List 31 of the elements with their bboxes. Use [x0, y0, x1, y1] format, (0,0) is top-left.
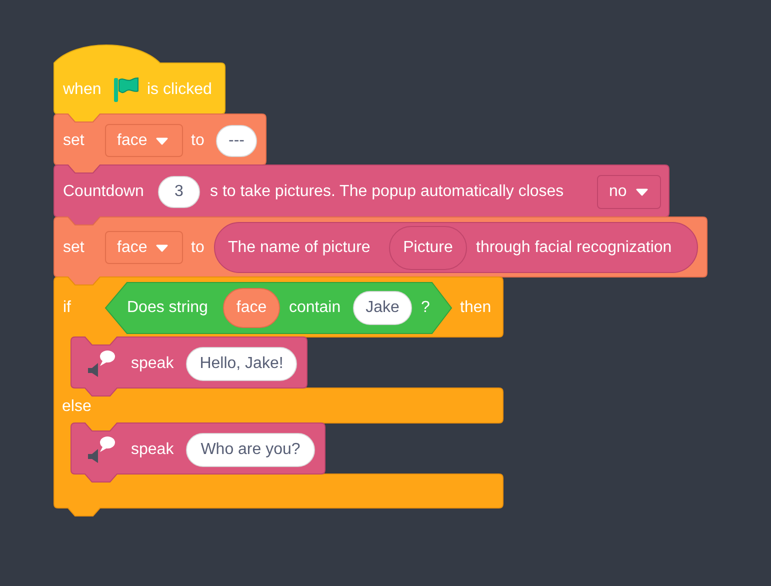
- block-label: s to take pictures. The popup automatically closes: [210, 182, 564, 202]
- command-block: [54, 217, 707, 285]
- block-label: speak: [131, 440, 174, 460]
- boolean-block: [105, 282, 452, 334]
- block-label: speak: [131, 354, 174, 374]
- block-label: ?: [421, 298, 430, 318]
- block-label: to: [191, 238, 204, 258]
- block-label: else: [62, 397, 92, 417]
- block-label: through facial recognization: [476, 238, 672, 258]
- block-label: Countdown: [63, 182, 144, 202]
- block-label: Does string: [127, 298, 208, 318]
- block-label: is clicked: [147, 80, 212, 100]
- block-label: if: [63, 298, 71, 318]
- block-label: contain: [289, 298, 341, 318]
- command-block: [71, 337, 307, 396]
- dropdown-menu: no: [597, 175, 661, 209]
- block-label: set: [63, 238, 84, 258]
- block-label: set: [63, 131, 84, 151]
- command-block: [71, 423, 325, 482]
- block-label: when: [63, 80, 102, 100]
- if-else-block: [54, 277, 503, 518]
- dropdown-menu: face: [105, 231, 183, 264]
- block-label: then: [460, 298, 492, 318]
- block-label: The name of picture: [228, 238, 370, 258]
- input-field: Who are you?: [186, 433, 315, 467]
- input-field: Hello, Jake!: [186, 347, 297, 381]
- block-label: to: [191, 131, 204, 151]
- dropdown-menu: face: [105, 124, 183, 157]
- hat-block: [54, 45, 225, 122]
- reporter-block: [214, 222, 698, 273]
- reporter-slot: Picture: [389, 226, 467, 270]
